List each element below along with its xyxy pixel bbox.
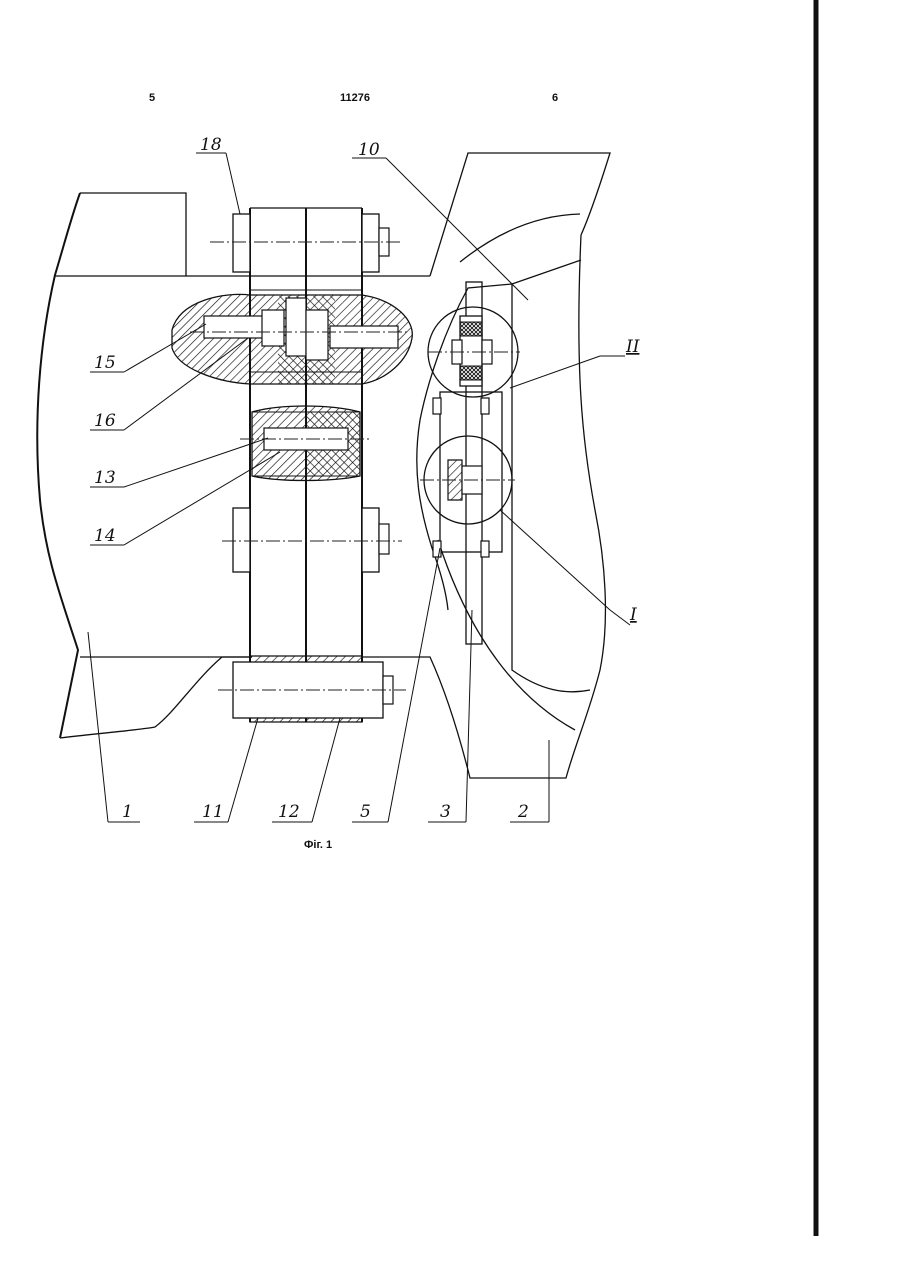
label-I: I (629, 605, 637, 625)
label-11: 11 (202, 802, 224, 822)
figure-caption: Фіг. 1 (304, 839, 332, 851)
label-2: 2 (517, 802, 529, 822)
label-12: 12 (278, 802, 300, 822)
label-14: 14 (94, 526, 116, 546)
label-15: 15 (94, 353, 116, 373)
label-II: II (625, 337, 640, 357)
central-coupling (172, 208, 412, 722)
label-18: 18 (200, 135, 222, 155)
label-1: 1 (122, 802, 133, 822)
label-3: 3 (440, 802, 451, 822)
label-10: 10 (358, 140, 380, 160)
label-13: 13 (94, 468, 116, 488)
label-5: 5 (360, 802, 371, 822)
part-2-right-body (362, 153, 610, 778)
part-1-left-body (37, 193, 430, 738)
label-16: 16 (94, 411, 116, 431)
detail-II-circle (428, 307, 520, 397)
